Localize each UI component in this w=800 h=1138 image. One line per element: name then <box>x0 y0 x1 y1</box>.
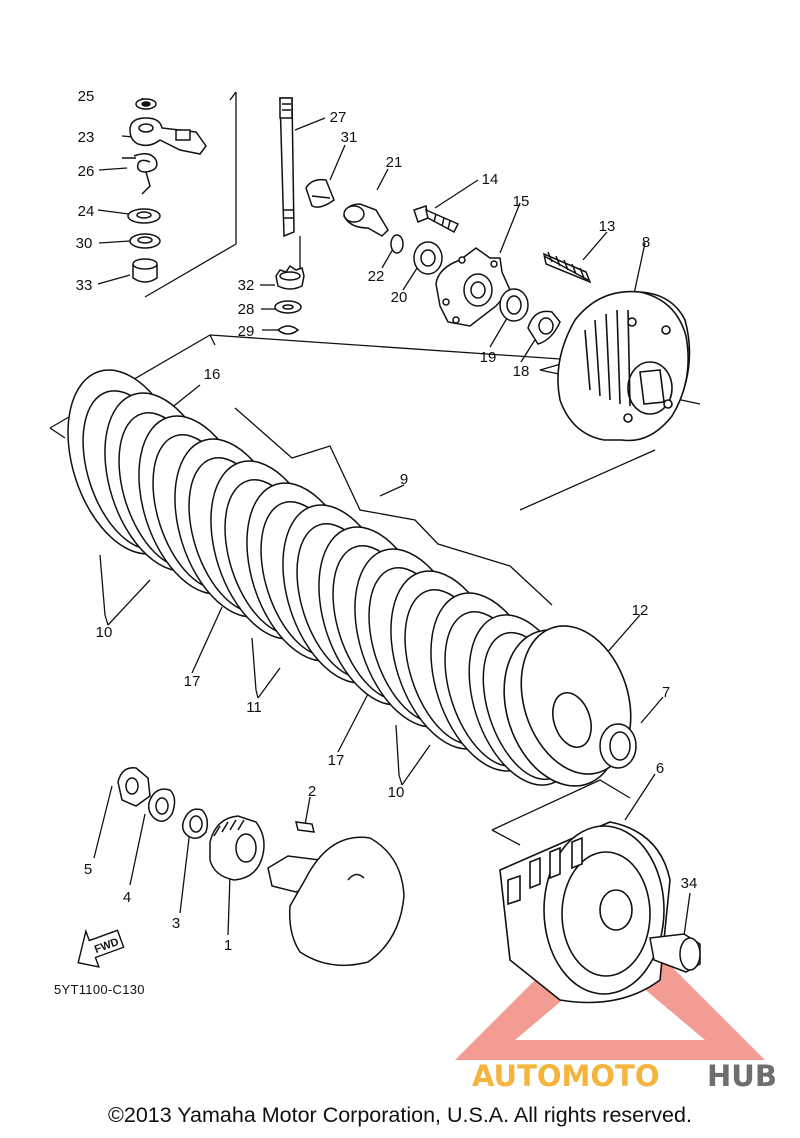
part-label-11: 11 <box>246 699 262 716</box>
part-label-17-right: 17 <box>328 752 345 769</box>
part-label-9: 9 <box>400 471 408 488</box>
fwd-arrow-icon: FWD <box>77 928 125 968</box>
part-key <box>295 821 315 833</box>
part-label-20: 20 <box>391 289 408 306</box>
part-label-1: 1 <box>224 937 232 954</box>
part-label-3: 3 <box>172 915 180 932</box>
part-crank-cover <box>267 836 405 967</box>
part-label-2: 2 <box>308 783 316 800</box>
part-clutch-housing <box>499 821 671 1004</box>
part-group-pressure-plate-parts <box>343 203 592 345</box>
part-label-25: 25 <box>78 88 95 105</box>
watermark-logo: AUTOMOTO HUB <box>472 1059 777 1093</box>
part-primary-drive-gear <box>209 815 265 881</box>
part-label-13: 13 <box>599 218 616 235</box>
part-label-27: 27 <box>330 109 347 126</box>
part-label-28: 28 <box>238 301 255 318</box>
part-pin <box>649 933 701 973</box>
part-label-32: 32 <box>238 277 255 294</box>
part-label-21: 21 <box>386 154 403 171</box>
part-label-23: 23 <box>78 129 95 146</box>
part-label-24: 24 <box>78 203 95 220</box>
part-label-15: 15 <box>513 193 530 210</box>
part-label-14: 14 <box>482 171 499 188</box>
part-label-17-left: 17 <box>184 673 201 690</box>
part-label-5: 5 <box>84 861 92 878</box>
part-label-10-right: 10 <box>388 784 405 801</box>
part-label-16: 16 <box>204 366 221 383</box>
part-label-22: 22 <box>368 268 385 285</box>
part-label-34: 34 <box>681 875 698 892</box>
drawing-code: 5YT1100-C130 <box>54 982 145 997</box>
part-label-4: 4 <box>123 889 131 906</box>
part-label-30: 30 <box>76 235 93 252</box>
part-label-19: 19 <box>480 349 497 366</box>
part-circlip <box>599 723 637 769</box>
watermark-triangle <box>455 905 765 1060</box>
part-group-nut-washers <box>117 767 209 839</box>
part-label-33: 33 <box>76 277 93 294</box>
part-number-labels: 1 2 3 4 5 6 7 8 9 10 10 11 12 13 14 15 1… <box>76 88 698 954</box>
copyright-notice: ©2013 Yamaha Motor Corporation, U.S.A. A… <box>108 1103 692 1127</box>
part-label-8: 8 <box>642 234 650 251</box>
part-group-push-shaft <box>274 97 335 335</box>
part-label-7: 7 <box>662 684 670 701</box>
part-label-31: 31 <box>341 129 358 146</box>
part-label-12: 12 <box>632 602 649 619</box>
watermark-text-part2: HUB <box>707 1059 777 1093</box>
watermark-text-part1: AUTOMOTO <box>472 1059 659 1093</box>
part-label-6: 6 <box>656 760 664 777</box>
part-label-10-left: 10 <box>96 624 113 641</box>
part-group-shift-lever <box>122 98 207 283</box>
part-label-29: 29 <box>238 323 255 340</box>
part-clutch-boss <box>557 290 691 442</box>
part-label-18: 18 <box>513 363 530 380</box>
part-label-26: 26 <box>78 163 95 180</box>
